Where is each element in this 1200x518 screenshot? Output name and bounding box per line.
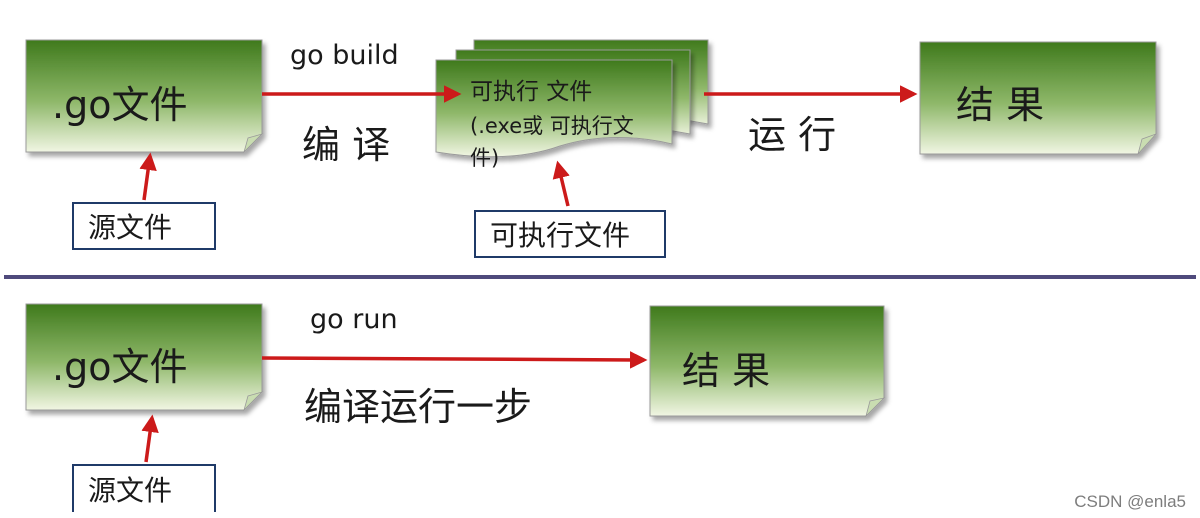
go-run-command: go run bbox=[310, 304, 398, 335]
compile-label: 编 译 bbox=[302, 123, 391, 167]
go-file-node-top-label: .go文件 bbox=[52, 83, 188, 127]
page-curl-corner bbox=[865, 397, 886, 418]
page-curl-corner bbox=[1137, 133, 1157, 155]
exe-node-line3: 件) bbox=[470, 146, 500, 170]
watermark: CSDN @enla5 bbox=[1074, 492, 1186, 511]
arrow-source-to-go-top bbox=[139, 152, 157, 201]
result-node-top-label: 结 果 bbox=[956, 83, 1045, 127]
source-file-label-bottom: 源文件 bbox=[72, 464, 216, 512]
result-node-bottom-label: 结 果 bbox=[682, 349, 771, 393]
page-curl-corner bbox=[243, 391, 264, 412]
source-file-label-top: 源文件 bbox=[72, 202, 216, 250]
exe-doc-front bbox=[435, 59, 673, 158]
run-label: 运 行 bbox=[748, 113, 837, 157]
exe-file-label: 可执行文件 bbox=[474, 210, 666, 258]
go-file-node-bottom-label: .go文件 bbox=[52, 345, 188, 389]
arrow-source-to-go-bottom bbox=[141, 414, 159, 463]
arrow-go-run bbox=[261, 351, 648, 369]
compile-run-one-step-label: 编译运行一步 bbox=[304, 385, 533, 429]
exe-node-line1: 可执行 文件 bbox=[470, 79, 593, 105]
arrow-exe-label-to-doc bbox=[552, 160, 570, 207]
page-curl-corner bbox=[243, 133, 264, 154]
go-build-command: go build bbox=[290, 40, 399, 71]
exe-node-line2: (.exe或 可执行文 bbox=[470, 114, 634, 138]
